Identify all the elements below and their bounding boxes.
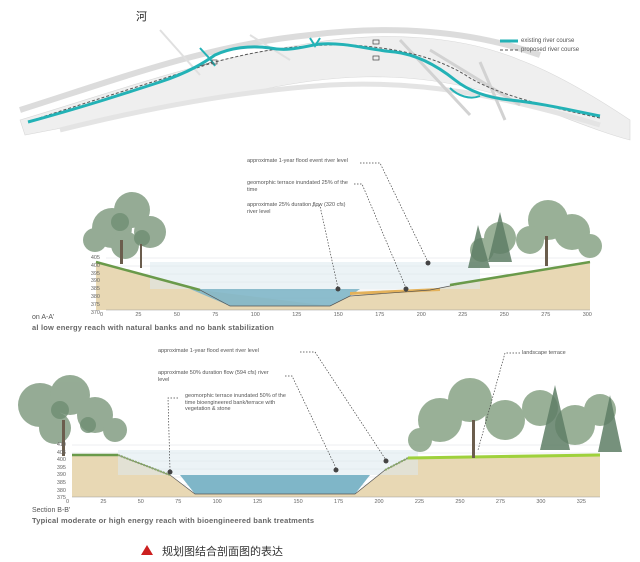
x-tick: 75 — [212, 312, 219, 318]
y-tick: 380 — [56, 487, 66, 494]
x-tick: 250 — [455, 499, 465, 505]
figure-caption: 规划图结合剖面图的表达 — [162, 545, 283, 558]
x-tick: 300 — [582, 312, 592, 318]
x-tick: 275 — [495, 499, 506, 505]
y-tick: 395 — [90, 270, 100, 277]
section-a-title: on A-A' — [32, 314, 55, 321]
section-b-note-4: landscape terrace — [522, 350, 566, 356]
y-tick: 370 — [90, 309, 100, 316]
x-tick: 25 — [135, 312, 142, 318]
section-a-subtitle: al low energy reach with natural banks a… — [32, 323, 275, 332]
x-tick: 175 — [375, 312, 385, 318]
x-tick: 150 — [333, 312, 343, 318]
legend-existing-label: existing river course — [521, 38, 575, 44]
section-b-x-axis: 0 25 50 75 100 125 150 175 200 225 250 2… — [66, 499, 586, 505]
x-tick: 125 — [292, 312, 302, 318]
x-tick: 0 — [100, 312, 104, 318]
section-a-note-1: approximate 1-year flood event river lev… — [247, 158, 348, 164]
y-tick: 400 — [56, 457, 66, 464]
x-tick: 300 — [536, 499, 546, 505]
section-a-note-3: approximate 25% duration flow (320 cfs) … — [247, 202, 346, 215]
x-tick: 100 — [212, 499, 222, 505]
x-tick: 75 — [175, 499, 182, 505]
y-tick: 390 — [90, 278, 100, 285]
legend-proposed-label: proposed river course — [521, 47, 580, 53]
section-b-title: Section B-B' — [32, 507, 71, 514]
y-tick: 395 — [56, 464, 66, 471]
section-a-note-2: geomorphic terrace inundated 25% of the … — [247, 180, 348, 193]
x-tick: 175 — [333, 499, 344, 505]
header-char: 河 — [136, 10, 147, 23]
y-tick: 380 — [90, 293, 100, 300]
x-tick: 200 — [416, 312, 426, 318]
x-tick: 50 — [137, 499, 144, 505]
y-tick: 405 — [56, 449, 66, 456]
section-a-y-axis: 405 400 395 390 385 380 375 370 — [84, 255, 100, 317]
x-tick: 325 — [576, 499, 586, 505]
y-tick: 385 — [90, 286, 100, 293]
y-tick: 385 — [56, 479, 66, 486]
y-tick: 375 — [56, 495, 66, 502]
x-tick: 200 — [374, 499, 384, 505]
section-b-subtitle: Typical moderate or high energy reach wi… — [32, 516, 315, 525]
x-tick: 250 — [499, 312, 509, 318]
section-b-y-axis: 410 405 400 395 390 385 380 375 — [50, 442, 66, 503]
section-b-note-1: approximate 1-year flood event river lev… — [158, 348, 259, 354]
x-tick: 125 — [253, 499, 263, 505]
x-tick: 225 — [414, 499, 425, 505]
y-tick: 410 — [56, 442, 66, 448]
section-b-note-3: geomorphic terrace inundated 50% of the … — [185, 393, 286, 412]
caption-marker-icon — [141, 545, 153, 555]
x-tick: 150 — [293, 499, 303, 505]
x-tick: 0 — [66, 499, 70, 505]
river-plan-map — [19, 27, 631, 141]
y-tick: 400 — [90, 262, 100, 269]
x-tick: 25 — [100, 499, 107, 505]
y-tick: 375 — [90, 301, 100, 308]
section-b-note-2: approximate 50% duration flow (594 cfs) … — [158, 370, 269, 383]
y-tick: 405 — [90, 255, 100, 261]
x-tick: 225 — [458, 312, 468, 318]
x-tick: 50 — [173, 312, 180, 318]
x-tick: 100 — [250, 312, 260, 318]
section-a-x-axis: 0 25 50 75 100 125 150 175 200 225 250 2… — [100, 312, 592, 318]
y-tick: 390 — [56, 472, 66, 479]
x-tick: 275 — [541, 312, 551, 318]
